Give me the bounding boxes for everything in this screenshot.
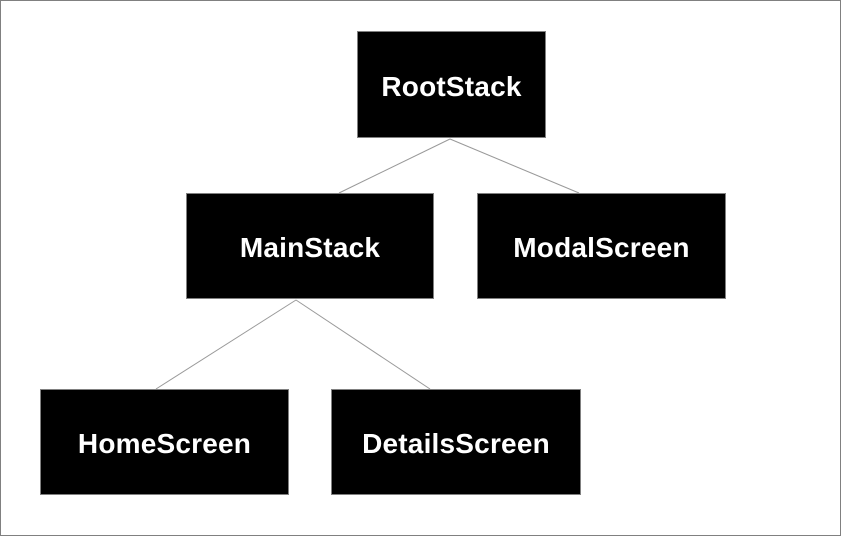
- node-label: ModalScreen: [513, 232, 690, 263]
- node-label: DetailsScreen: [362, 428, 550, 459]
- edge-mainstack-homescreen: [155, 299, 297, 390]
- node-rootstack: RootStack: [357, 31, 546, 138]
- node-homescreen: HomeScreen: [40, 389, 289, 495]
- edge-mainstack-detailsscreen: [295, 299, 431, 390]
- node-label: HomeScreen: [77, 428, 252, 459]
- edge-rootstack-mainstack: [338, 138, 451, 194]
- edge-rootstack-modalscreen: [449, 138, 580, 194]
- node-label: MainStack: [239, 232, 381, 263]
- node-detailsscreen: DetailsScreen: [331, 389, 581, 495]
- node-mainstack: MainStack: [186, 193, 434, 299]
- node-modalscreen: ModalScreen: [477, 193, 726, 299]
- node-label: RootStack: [381, 70, 522, 102]
